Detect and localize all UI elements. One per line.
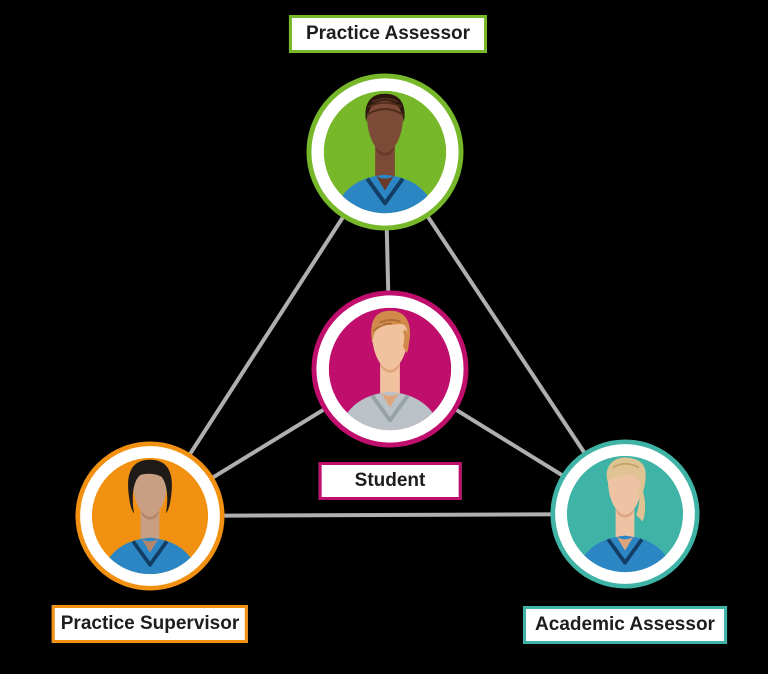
label-text: Practice Assessor: [305, 23, 471, 44]
node-practice-assessor: [306, 73, 464, 231]
node-academic-assessor: [550, 439, 700, 589]
label-student: Student: [318, 462, 462, 500]
avatar-practice-assessor-icon: [306, 73, 464, 231]
label-practice-supervisor: Practice Supervisor: [51, 605, 249, 643]
label-text: Academic Assessor: [535, 614, 715, 635]
avatar-academic-assessor-icon: [550, 439, 700, 589]
avatar-practice-supervisor-icon: [75, 441, 225, 591]
avatar-student-icon: [311, 290, 469, 448]
connector-supervisor-academic: [149, 512, 626, 518]
node-practice-supervisor: [75, 441, 225, 591]
label-academic-assessor: Academic Assessor: [523, 606, 727, 644]
label-text: Student: [354, 470, 426, 491]
node-student: [311, 290, 469, 448]
label-text: Practice Supervisor: [60, 613, 240, 634]
label-practice-assessor: Practice Assessor: [288, 15, 488, 53]
